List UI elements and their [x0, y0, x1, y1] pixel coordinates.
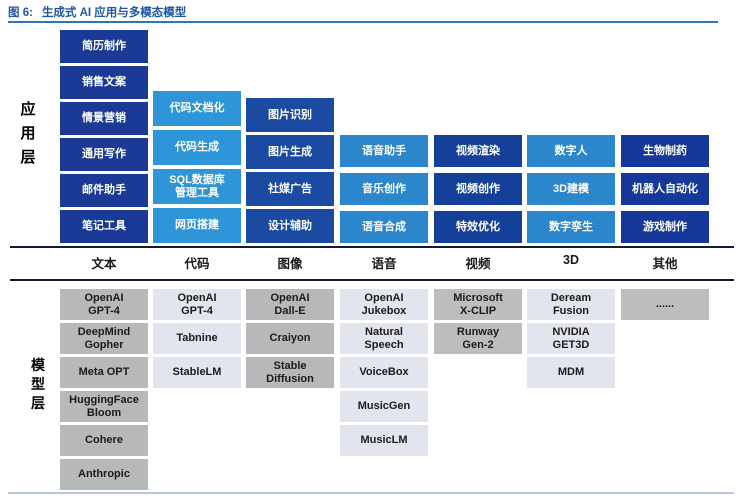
app-box: 语音合成 — [340, 211, 428, 243]
model-box: Anthropic — [60, 459, 148, 490]
app-box: 特效优化 — [434, 211, 522, 243]
model-column-其他: ...... — [621, 289, 709, 320]
model-box: OpenAI GPT-4 — [153, 289, 241, 320]
bottom-border-line — [8, 492, 734, 494]
model-box: Deream Fusion — [527, 289, 615, 320]
model-box: VoiceBox — [340, 357, 428, 388]
model-box: ...... — [621, 289, 709, 320]
model-box: Stable Diffusion — [246, 357, 334, 388]
app-column-语音: 语音助手音乐创作语音合成 — [340, 135, 428, 243]
separator-line-top — [10, 246, 734, 248]
app-box: 社媒广告 — [246, 172, 334, 206]
category-header-语音: 语音 — [371, 257, 397, 271]
model-box: MusicGen — [340, 391, 428, 422]
app-box: 邮件助手 — [60, 174, 148, 207]
model-box: OpenAI Jukebox — [340, 289, 428, 320]
model-box: Cohere — [60, 425, 148, 456]
app-box: 简历制作 — [60, 30, 148, 63]
model-box: MDM — [527, 357, 615, 388]
app-box: 生物制药 — [621, 135, 709, 167]
app-column-图像: 图片识别图片生成社媒广告设计辅助 — [246, 98, 334, 243]
model-box: Runway Gen-2 — [434, 323, 522, 354]
figure-title: 图 6: 生成式 AI 应用与多模态模型 — [8, 4, 186, 20]
app-box: 通用写作 — [60, 138, 148, 171]
app-box: 笔记工具 — [60, 210, 148, 243]
app-box: 视频创作 — [434, 173, 522, 205]
category-header-图像: 图像 — [277, 257, 303, 271]
title-underline — [8, 21, 718, 23]
model-box: OpenAI GPT-4 — [60, 289, 148, 320]
model-box: Craiyon — [246, 323, 334, 354]
model-box: HuggingFace Bloom — [60, 391, 148, 422]
category-header-3D: 3D — [563, 253, 579, 267]
model-box: DeepMind Gopher — [60, 323, 148, 354]
app-box: 视频渲染 — [434, 135, 522, 167]
model-box: MusicLM — [340, 425, 428, 456]
model-layer-label: 模型层 — [31, 357, 45, 411]
app-box: 语音助手 — [340, 135, 428, 167]
app-box: SQL数据库 管理工具 — [153, 169, 241, 204]
figure-title-text: 生成式 AI 应用与多模态模型 — [41, 7, 187, 19]
app-box: 机器人自动化 — [621, 173, 709, 205]
app-box: 销售文案 — [60, 66, 148, 99]
model-box: Tabnine — [153, 323, 241, 354]
separator-line-middle — [10, 279, 734, 281]
app-box: 数字人 — [527, 135, 615, 167]
app-box: 图片生成 — [246, 135, 334, 169]
app-layer-label: 应用层 — [20, 101, 36, 166]
app-box: 网页搭建 — [153, 208, 241, 243]
category-header-视频: 视频 — [465, 257, 491, 271]
app-column-文本: 简历制作销售文案情景营销通用写作邮件助手笔记工具 — [60, 30, 148, 243]
app-column-其他: 生物制药机器人自动化游戏制作 — [621, 135, 709, 243]
model-box: Natural Speech — [340, 323, 428, 354]
app-box: 游戏制作 — [621, 211, 709, 243]
app-box: 图片识别 — [246, 98, 334, 132]
app-column-3D: 数字人 3D建模数字孪生 — [527, 135, 615, 243]
app-column-代码: 代码文档化代码生成 SQL数据库 管理工具网页搭建 — [153, 91, 241, 243]
app-box: 代码生成 — [153, 130, 241, 165]
model-box: Microsoft X-CLIP — [434, 289, 522, 320]
app-column-视频: 视频渲染视频创作特效优化 — [434, 135, 522, 243]
category-header-其他: 其他 — [652, 257, 678, 271]
app-box: 设计辅助 — [246, 209, 334, 243]
app-box: 情景营销 — [60, 102, 148, 135]
app-box: 数字孪生 — [527, 211, 615, 243]
category-header-代码: 代码 — [184, 257, 210, 271]
model-box: Meta OPT — [60, 357, 148, 388]
category-header-文本: 文本 — [91, 257, 117, 271]
model-box: NVIDIA GET3D — [527, 323, 615, 354]
figure-number: 图 6: — [8, 7, 33, 19]
model-box: OpenAI Dall-E — [246, 289, 334, 320]
app-box: 音乐创作 — [340, 173, 428, 205]
model-box: StableLM — [153, 357, 241, 388]
app-box: 3D建模 — [527, 173, 615, 205]
app-box: 代码文档化 — [153, 91, 241, 126]
